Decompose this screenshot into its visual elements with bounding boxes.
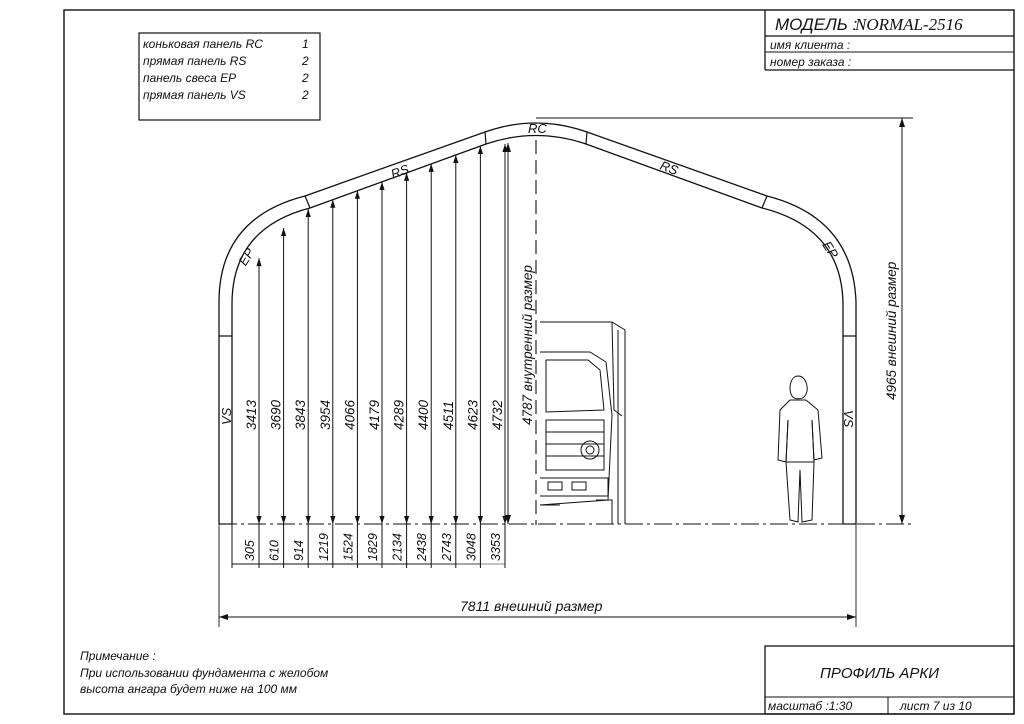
client-label: имя клиента : xyxy=(770,38,850,52)
height-value: 3413 xyxy=(244,399,259,430)
note-line-1: При использовании фундамента с желобом xyxy=(80,666,328,680)
height-value: 4066 xyxy=(342,399,357,430)
panel-label-vs-left: VS xyxy=(219,407,234,425)
height-dim-arrow-bottom xyxy=(379,516,385,524)
height-value: 4623 xyxy=(465,399,480,430)
arch-outer-line xyxy=(218,122,857,524)
height-dim-arrow-bottom xyxy=(305,516,311,524)
outer-height-label: 4965 внешний размер xyxy=(884,261,899,400)
legend-box xyxy=(138,32,321,121)
panel-joint xyxy=(761,195,768,209)
outer-height-dim xyxy=(536,117,913,524)
offset-value: 1219 xyxy=(317,533,331,561)
outer-width-label: 7811 внешний размер xyxy=(460,598,603,614)
height-value: 4732 xyxy=(490,399,505,430)
height-value: 3954 xyxy=(318,400,333,430)
stamp-scale: масштаб :1:30 xyxy=(768,699,852,713)
height-dim-arrow-top xyxy=(453,154,459,163)
offset-value: 1524 xyxy=(341,533,355,561)
order-label: номер заказа : xyxy=(770,55,851,69)
offset-value: 2438 xyxy=(415,533,429,562)
offset-value: 3048 xyxy=(464,533,478,561)
title-block xyxy=(764,10,1014,71)
height-dim-arrow-bottom xyxy=(256,516,262,524)
height-dim-arrow-bottom xyxy=(428,516,434,524)
height-value: 4511 xyxy=(441,401,456,430)
offset-value: 1829 xyxy=(366,533,380,561)
height-value: 4179 xyxy=(367,399,382,430)
offset-value: 610 xyxy=(268,540,282,561)
truck-illustration xyxy=(539,321,626,524)
offset-value: 914 xyxy=(292,540,306,561)
height-value: 3690 xyxy=(269,399,284,430)
offset-value: 2134 xyxy=(391,533,405,562)
height-value: 3843 xyxy=(293,399,308,430)
legend-item-count: 2 xyxy=(301,71,309,85)
legend-item-count: 2 xyxy=(301,88,309,102)
inner-height-dim xyxy=(505,143,511,524)
height-dim-arrow-bottom xyxy=(477,516,483,524)
panel-joints xyxy=(219,131,856,337)
panel-label-rs-right: RS xyxy=(658,158,680,178)
note-title: Примечание : xyxy=(80,649,156,663)
panel-joint xyxy=(304,195,311,209)
stamp-sheet: лист 7 из 10 xyxy=(899,699,972,713)
legend-item-count: 1 xyxy=(302,37,309,51)
stamp-title: ПРОФИЛЬ АРКИ xyxy=(820,665,939,682)
height-dim-arrow-top xyxy=(305,208,311,217)
offset-dimensions: 305 610 914 1219 1524 1829 2134 2438 2743 3048 335… xyxy=(231,524,506,568)
stamp-block xyxy=(764,645,1015,715)
arch-inner-line xyxy=(231,134,844,524)
height-dim-arrow-bottom xyxy=(281,516,287,524)
height-dim-arrow-top xyxy=(354,190,360,199)
legend-item-label: прямая панель VS xyxy=(143,88,246,102)
height-dim-arrow-top xyxy=(477,146,483,155)
legend-item-label: прямая панель RS xyxy=(143,54,246,68)
offset-value: 305 xyxy=(243,540,257,561)
height-dim-arrow-top xyxy=(256,258,262,267)
panel-label-vs-right: VS xyxy=(841,410,856,428)
sheet-frame xyxy=(63,9,1015,715)
legend-item-label: коньковая панель RC xyxy=(143,37,263,51)
model-label: МОДЕЛЬ : xyxy=(775,15,858,34)
inner-height-dimensions: 3413 3690 3843 3954 4066 4179 4289 4400 4511 4623… xyxy=(244,144,508,524)
height-dim-arrow-top xyxy=(330,199,336,208)
inner-height-label: 4787 внутренний размер xyxy=(520,265,535,425)
panel-label-rc: RC xyxy=(528,121,547,136)
height-dim-arrow-bottom xyxy=(453,516,459,524)
height-dim-arrow-top xyxy=(404,172,410,181)
height-dim-arrow-bottom xyxy=(354,516,360,524)
height-dim-arrow-top xyxy=(379,181,385,190)
legend-list: коньковая панель RC 1 прямая панель RS 2 пан… xyxy=(143,37,309,102)
height-dim-arrow-bottom xyxy=(330,516,336,524)
panel-joint xyxy=(484,131,487,145)
panel-joint xyxy=(585,131,588,145)
offset-value: 3353 xyxy=(489,533,503,561)
height-dim-arrow-top xyxy=(428,163,434,172)
note-line-2: высота ангара будет ниже на 100 мм xyxy=(80,682,297,696)
height-value: 4400 xyxy=(416,399,431,430)
outer-width-dim xyxy=(218,524,857,627)
offset-value: 2743 xyxy=(440,533,454,562)
height-dim-arrow-top xyxy=(281,227,287,236)
person-illustration xyxy=(777,375,823,523)
legend-item-label: панель свеса EP xyxy=(143,71,236,85)
legend-item-count: 2 xyxy=(301,54,309,68)
height-dim-arrow-bottom xyxy=(404,516,410,524)
height-value: 4289 xyxy=(392,399,407,430)
arch xyxy=(218,122,857,525)
model-name: NORMAL-2516 xyxy=(854,15,963,34)
